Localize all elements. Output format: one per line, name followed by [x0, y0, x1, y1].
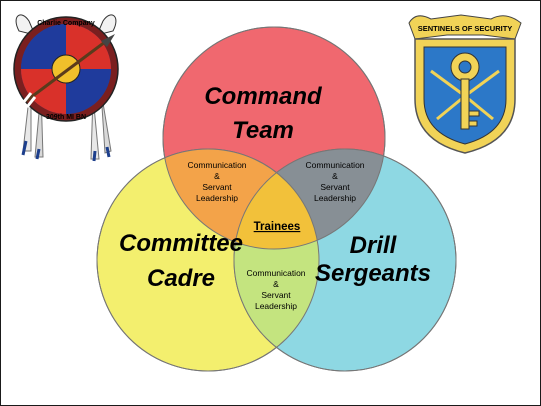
overlap-left-right-line4: Leadership	[255, 301, 297, 311]
committee-label-line2: Cadre	[147, 265, 215, 292]
overlap-top-left-line3: Servant	[202, 182, 232, 192]
committee-label-line1: Committee	[119, 230, 243, 257]
overlap-left-right-line3: Servant	[261, 290, 291, 300]
overlap-top-right-line2: &	[332, 171, 338, 181]
charlie-company-logo: Charlie Company 309th MI BN	[13, 14, 119, 162]
overlap-left-right-line2: &	[273, 279, 279, 289]
overlap-center	[234, 149, 319, 249]
overlap-top-left-line1: Communication	[187, 160, 246, 170]
drill-label-line2: Sergeants	[315, 260, 431, 287]
logo-top-text: Charlie Company	[37, 20, 95, 27]
overlap-top-left-line2: &	[214, 171, 220, 181]
overlap-top-right-line3: Servant	[320, 182, 350, 192]
command-label-line1: Command	[204, 83, 323, 110]
sentinels-of-security-insignia: SENTINELS OF SECURITY	[408, 14, 522, 154]
overlap-top-left-line4: Leadership	[196, 193, 238, 203]
insignia-banner-text: SENTINELS OF SECURITY	[418, 24, 513, 33]
overlap-top-right-line1: Communication	[305, 160, 364, 170]
drill-label-line1: Drill	[350, 232, 398, 259]
logo-bottom-text: 309th MI BN	[46, 114, 86, 121]
command-label-line2: Team	[232, 117, 294, 144]
overlap-top-right-line4: Leadership	[314, 193, 356, 203]
trainees-label: Trainees	[254, 221, 301, 233]
overlap-left-right-line1: Communication	[246, 268, 305, 278]
